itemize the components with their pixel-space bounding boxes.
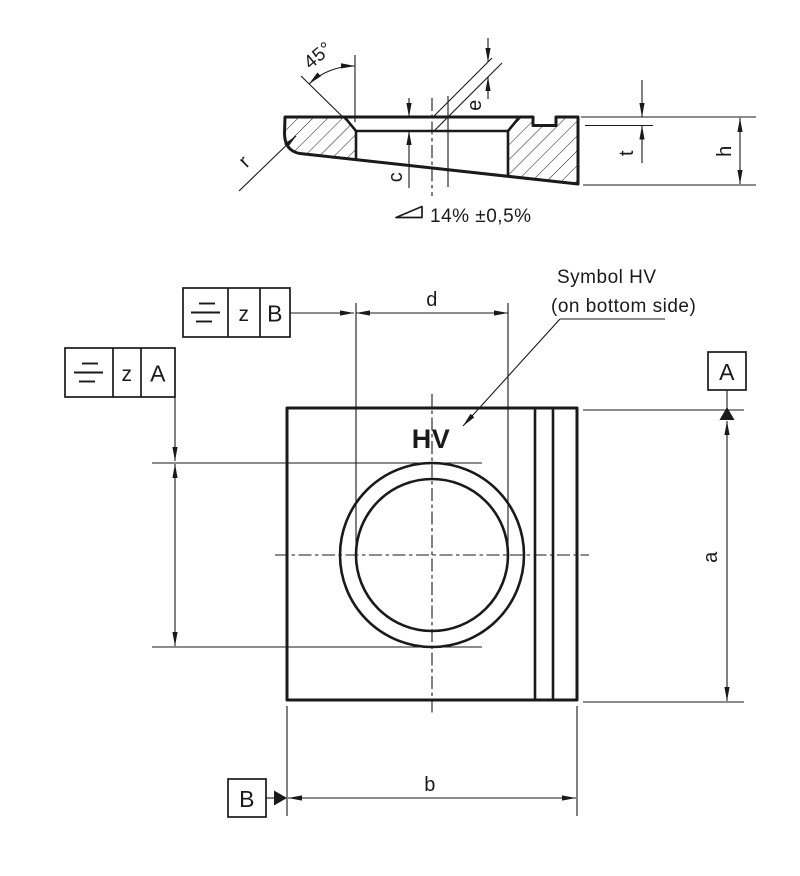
t-label: t: [616, 150, 638, 156]
annotation-leader: [462, 318, 561, 427]
section-view: 45° e c r 14% ±0,5%: [234, 38, 756, 227]
h-label: h: [714, 145, 736, 157]
extension-line: [431, 57, 493, 119]
datum-b: B: [227, 778, 287, 818]
d-label: d: [426, 289, 438, 311]
angle-label: 45°: [300, 38, 337, 74]
hole-chamfer-left: [343, 116, 358, 132]
annotation-line1: Symbol HV: [557, 267, 657, 288]
symmetry-icon: [191, 302, 220, 323]
symmetry-dimension-vertical: [152, 397, 482, 648]
hv-mark: HV: [412, 424, 451, 454]
chamfer-angle-dimension: 45°: [300, 38, 356, 125]
tolerance-frame-a: z A: [64, 347, 176, 398]
hatch-area-right: [508, 117, 578, 184]
leader-line: [238, 135, 297, 192]
tolerance-datum-label: B: [267, 301, 283, 327]
c-dimension: c: [385, 98, 412, 188]
datum-letter: A: [719, 359, 735, 385]
d-dimension: d: [290, 289, 509, 560]
b-dimension: b: [286, 706, 578, 816]
r-dimension: r: [234, 135, 297, 192]
e-label: e: [464, 99, 486, 111]
tolerance-datum-label: A: [150, 361, 166, 387]
angle-arc: [308, 63, 356, 85]
tolerance-zone-label: z: [122, 363, 133, 386]
slope-note: 14% ±0,5%: [395, 205, 532, 227]
tolerance-zone-label: z: [239, 303, 250, 326]
hatch-area-left: [284, 117, 356, 160]
e-dimension: e: [431, 38, 503, 132]
tolerance-frame-b: z B: [182, 287, 291, 338]
plan-view: d z B z A: [64, 267, 747, 818]
datum-letter: B: [239, 786, 255, 812]
slope-icon: [395, 205, 423, 219]
frame-box: [64, 347, 176, 398]
datum-a: A: [707, 351, 747, 420]
a-dimension: a: [583, 409, 744, 703]
extension-line: [433, 62, 503, 132]
datum-triangle: [274, 790, 287, 806]
h-dimension: h: [581, 116, 756, 186]
b-label: b: [424, 774, 436, 796]
symmetry-icon: [74, 362, 103, 383]
slope-label: 14% ±0,5%: [430, 206, 532, 227]
datum-triangle: [719, 407, 735, 420]
frame-box: [182, 287, 291, 338]
t-dimension: t: [585, 80, 653, 163]
hv-annotation: HV Symbol HV (on bottom side): [412, 267, 696, 454]
c-label: c: [385, 172, 407, 183]
r-label: r: [234, 151, 255, 172]
a-label: a: [700, 551, 722, 563]
annotation-line2: (on bottom side): [551, 296, 696, 317]
hole-chamfer-right: [506, 116, 521, 132]
